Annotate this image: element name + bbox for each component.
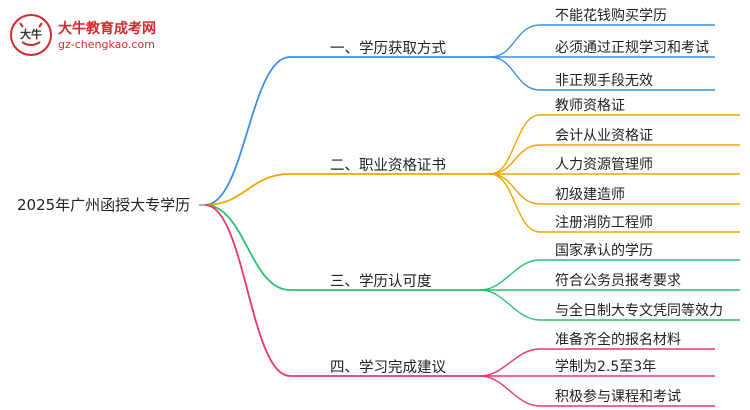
- leaf-connector: [489, 144, 541, 175]
- branch-label: 二、职业资格证书: [330, 158, 446, 174]
- leaf-label: 符合公务员报考要求: [555, 273, 681, 289]
- leaf-connector: [489, 56, 541, 91]
- leaf-connector: [489, 173, 541, 233]
- leaf-label: 积极参与课程和考试: [555, 389, 681, 405]
- root-node: 2025年广州函授大专学历: [17, 196, 191, 214]
- leaf-label: 初级建造师: [555, 187, 625, 203]
- branch-connector: [204, 56, 291, 206]
- leaf-label: 会计从业资格证: [555, 128, 653, 144]
- leaf-label: 非正规手段无效: [555, 73, 653, 89]
- leaf-label: 注册消防工程师: [555, 215, 653, 231]
- leaf-connector: [479, 348, 541, 377]
- branch-label: 三、学历认可度: [330, 274, 432, 290]
- leaf-connector: [479, 289, 541, 321]
- logo-url: gz-chengkao.com: [58, 38, 155, 51]
- logo-badge: 大牛: [10, 14, 52, 56]
- leaf-label: 学制为2.5至3年: [555, 359, 657, 375]
- branch-connector: [204, 204, 291, 291]
- branch-connector: [204, 204, 291, 377]
- leaf-label: 教师资格证: [555, 98, 625, 114]
- leaf-label: 准备齐全的报名材料: [555, 332, 681, 348]
- leaf-connector: [479, 375, 541, 407]
- leaf-label: 人力资源管理师: [555, 157, 653, 173]
- leaf-connector: [479, 259, 541, 291]
- leaf-label: 必须通过正规学习和考试: [555, 40, 709, 56]
- branch-label: 一、学历获取方式: [330, 41, 446, 57]
- logo: 大牛 大牛教育成考网 gz-chengkao.com: [10, 14, 180, 58]
- leaf-label: 国家承认的学历: [555, 243, 653, 259]
- logo-badge-text: 大牛: [20, 27, 42, 41]
- logo-name: 大牛教育成考网: [58, 21, 156, 37]
- leaf-connector: [489, 24, 541, 58]
- branch-label: 四、学习完成建议: [330, 360, 446, 376]
- branch-connector: [204, 173, 291, 206]
- leaf-connector: [489, 114, 541, 175]
- leaf-label: 不能花钱购买学历: [555, 8, 667, 24]
- leaf-connector: [489, 173, 541, 205]
- leaf-label: 与全日制大专文凭同等效力: [555, 303, 723, 319]
- ox-mascot-icon: 大牛: [19, 22, 43, 46]
